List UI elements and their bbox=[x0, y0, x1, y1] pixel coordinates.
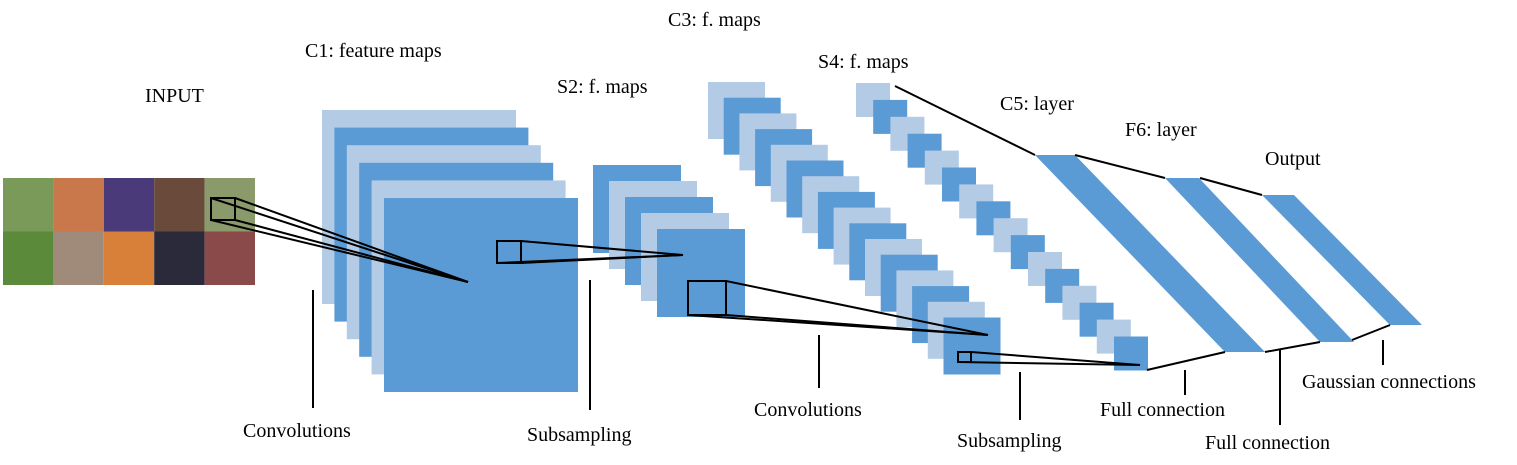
c5-layer bbox=[1035, 155, 1265, 352]
connector-line bbox=[234, 197, 469, 283]
op-subsampling-1: Subsampling bbox=[527, 424, 631, 446]
op-full-connection-2: Full connection bbox=[1205, 432, 1330, 454]
connector-line bbox=[1264, 341, 1321, 353]
connector-line bbox=[725, 280, 989, 336]
s4-feature-maps bbox=[856, 83, 1148, 371]
c1-feature-maps bbox=[322, 110, 578, 392]
input-thumbnail bbox=[3, 231, 54, 285]
connector-line bbox=[1199, 177, 1263, 196]
op-gaussian-connections: Gaussian connections bbox=[1302, 371, 1476, 393]
op-subsampling-2: Subsampling bbox=[957, 430, 1061, 452]
label-output: Output bbox=[1265, 148, 1321, 170]
connector-line bbox=[970, 351, 1141, 366]
connector-line bbox=[210, 197, 469, 283]
input-image-grid bbox=[3, 178, 255, 285]
feature-map bbox=[384, 198, 578, 392]
connection-lines bbox=[210, 85, 1391, 425]
label-s2: S2: f. maps bbox=[557, 76, 648, 98]
op-convolutions-2: Convolutions bbox=[754, 399, 862, 421]
connector-line bbox=[210, 219, 469, 283]
connector-line bbox=[1351, 324, 1391, 341]
input-thumbnail bbox=[53, 231, 104, 285]
receptive-field-box bbox=[210, 197, 236, 221]
feature-map bbox=[657, 229, 745, 317]
input-thumbnail bbox=[3, 178, 54, 232]
c3-feature-maps bbox=[708, 82, 1001, 375]
label-c5: C5: layer bbox=[1000, 93, 1074, 115]
input-thumbnail bbox=[103, 231, 155, 285]
label-input: INPUT bbox=[145, 85, 204, 107]
connector-line bbox=[520, 240, 684, 256]
input-thumbnail bbox=[154, 178, 205, 232]
connector-line bbox=[1146, 351, 1226, 371]
op-full-connection-1: Full connection bbox=[1100, 399, 1225, 421]
op-convolutions-1: Convolutions bbox=[243, 420, 351, 442]
output-layer bbox=[1262, 195, 1422, 325]
f6-layer bbox=[1165, 178, 1354, 342]
label-f6: F6: layer bbox=[1125, 119, 1197, 141]
connector-line bbox=[957, 361, 1141, 366]
input-thumbnail bbox=[204, 231, 255, 285]
connector-line bbox=[894, 85, 1036, 156]
connector-line bbox=[496, 254, 684, 264]
s2-feature-maps bbox=[593, 165, 745, 317]
input-thumbnail bbox=[103, 178, 155, 232]
input-thumbnail bbox=[53, 178, 104, 232]
label-c1: C1: feature maps bbox=[305, 40, 442, 62]
connector-line bbox=[1074, 154, 1166, 179]
receptive-field-box bbox=[687, 280, 727, 316]
label-s4: S4: f. maps bbox=[818, 51, 909, 73]
feature-map bbox=[943, 317, 1001, 375]
label-c3: C3: f. maps bbox=[668, 9, 761, 31]
connector-line bbox=[234, 219, 469, 283]
input-thumbnail bbox=[154, 231, 205, 285]
connector-line bbox=[725, 314, 989, 336]
